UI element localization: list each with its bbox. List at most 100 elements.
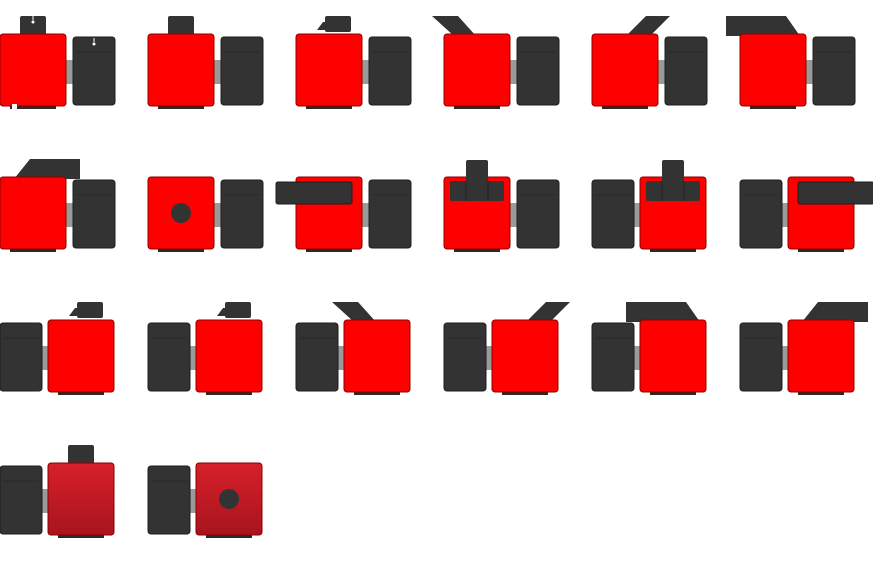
red-body (295, 33, 363, 107)
sprite-svg (739, 176, 873, 252)
red-body (195, 319, 263, 393)
side-part (443, 322, 487, 392)
connector-rod (634, 203, 641, 227)
sprite-svg (295, 16, 412, 109)
flap (14, 159, 80, 179)
sprite-svg (443, 160, 560, 252)
small-block-top (225, 302, 251, 318)
sprite-frame (0, 429, 120, 549)
red-body (787, 319, 855, 393)
sprite-svg (739, 302, 868, 395)
side-part (591, 179, 635, 249)
connector-rod (658, 60, 665, 84)
flap (332, 302, 376, 322)
flap (802, 302, 868, 322)
connector-rod (362, 203, 369, 227)
red-body (491, 319, 559, 393)
hole (171, 203, 191, 223)
side-part (295, 322, 339, 392)
sprite-svg (0, 445, 115, 538)
side-part (739, 179, 783, 249)
sprite-svg (147, 462, 263, 538)
red-body (47, 462, 115, 536)
sprite-svg (147, 176, 264, 252)
sprite-svg (275, 176, 412, 252)
red-body (591, 33, 659, 107)
sprite-frame (726, 0, 860, 120)
red-body (147, 33, 215, 107)
connector-rod (806, 60, 813, 84)
clamp-post (662, 160, 684, 201)
small-block (20, 16, 46, 38)
connector-rod (66, 60, 73, 84)
side-part (220, 179, 264, 249)
red-body (443, 33, 511, 107)
sprite-frame (432, 0, 564, 120)
side-part (739, 322, 783, 392)
sprite-svg (591, 160, 707, 252)
red-body (47, 319, 115, 393)
side-part (147, 465, 191, 535)
sprite-frame (591, 0, 712, 120)
sprite-frame (443, 143, 564, 263)
marker-dot (31, 20, 35, 24)
side-part (0, 322, 43, 392)
sprite-svg (0, 16, 116, 110)
marker-dot (92, 42, 96, 46)
connector-rod (782, 346, 789, 370)
flap (526, 302, 570, 322)
sprite-svg (726, 16, 856, 109)
small-block (68, 445, 94, 467)
sprite-svg (295, 302, 411, 395)
side-part (516, 36, 560, 106)
sprite-frame (739, 143, 873, 263)
side-part (147, 322, 191, 392)
side-part (591, 322, 635, 392)
small-block (168, 16, 194, 38)
sprite-svg (591, 16, 708, 109)
flap (432, 16, 476, 36)
sprite-frame (0, 143, 120, 263)
sprite-frame (275, 143, 416, 263)
connector-rod (510, 203, 517, 227)
red-body (639, 319, 707, 393)
side-part (368, 179, 412, 249)
connector-rod (338, 346, 345, 370)
sprite-frame (739, 286, 868, 406)
sprite-svg (0, 159, 116, 252)
connector-rod (214, 203, 221, 227)
sprite-frame (147, 143, 268, 263)
red-body (739, 33, 807, 107)
connector-rod (214, 60, 221, 84)
clamp-post (466, 160, 488, 201)
side-part (72, 179, 116, 249)
sprite-frame (295, 0, 416, 120)
marker-tab (12, 104, 17, 110)
side-part (516, 179, 560, 249)
horizontal-bar (275, 181, 353, 205)
connector-rod (190, 489, 197, 513)
sprite-svg (432, 16, 560, 109)
connector-rod (42, 489, 49, 513)
side-part (368, 36, 412, 106)
sprite-frame (0, 286, 120, 406)
sprite-svg (147, 16, 264, 109)
sprite-frame (591, 286, 712, 406)
sprite-frame (0, 0, 120, 120)
side-part (220, 36, 264, 106)
sprite-svg (591, 302, 707, 395)
connector-rod (362, 60, 369, 84)
connector-rod (190, 346, 197, 370)
sprite-frame (147, 0, 268, 120)
horizontal-bar (797, 181, 873, 205)
sprite-frame (591, 143, 712, 263)
sprite-frame (295, 286, 416, 406)
sprite-frame (147, 286, 268, 406)
connector-rod (782, 203, 789, 227)
sprite-svg (147, 302, 263, 395)
sprite-svg (443, 302, 570, 395)
side-part (72, 36, 116, 106)
sprite-frame (147, 429, 268, 549)
flap (626, 16, 670, 36)
